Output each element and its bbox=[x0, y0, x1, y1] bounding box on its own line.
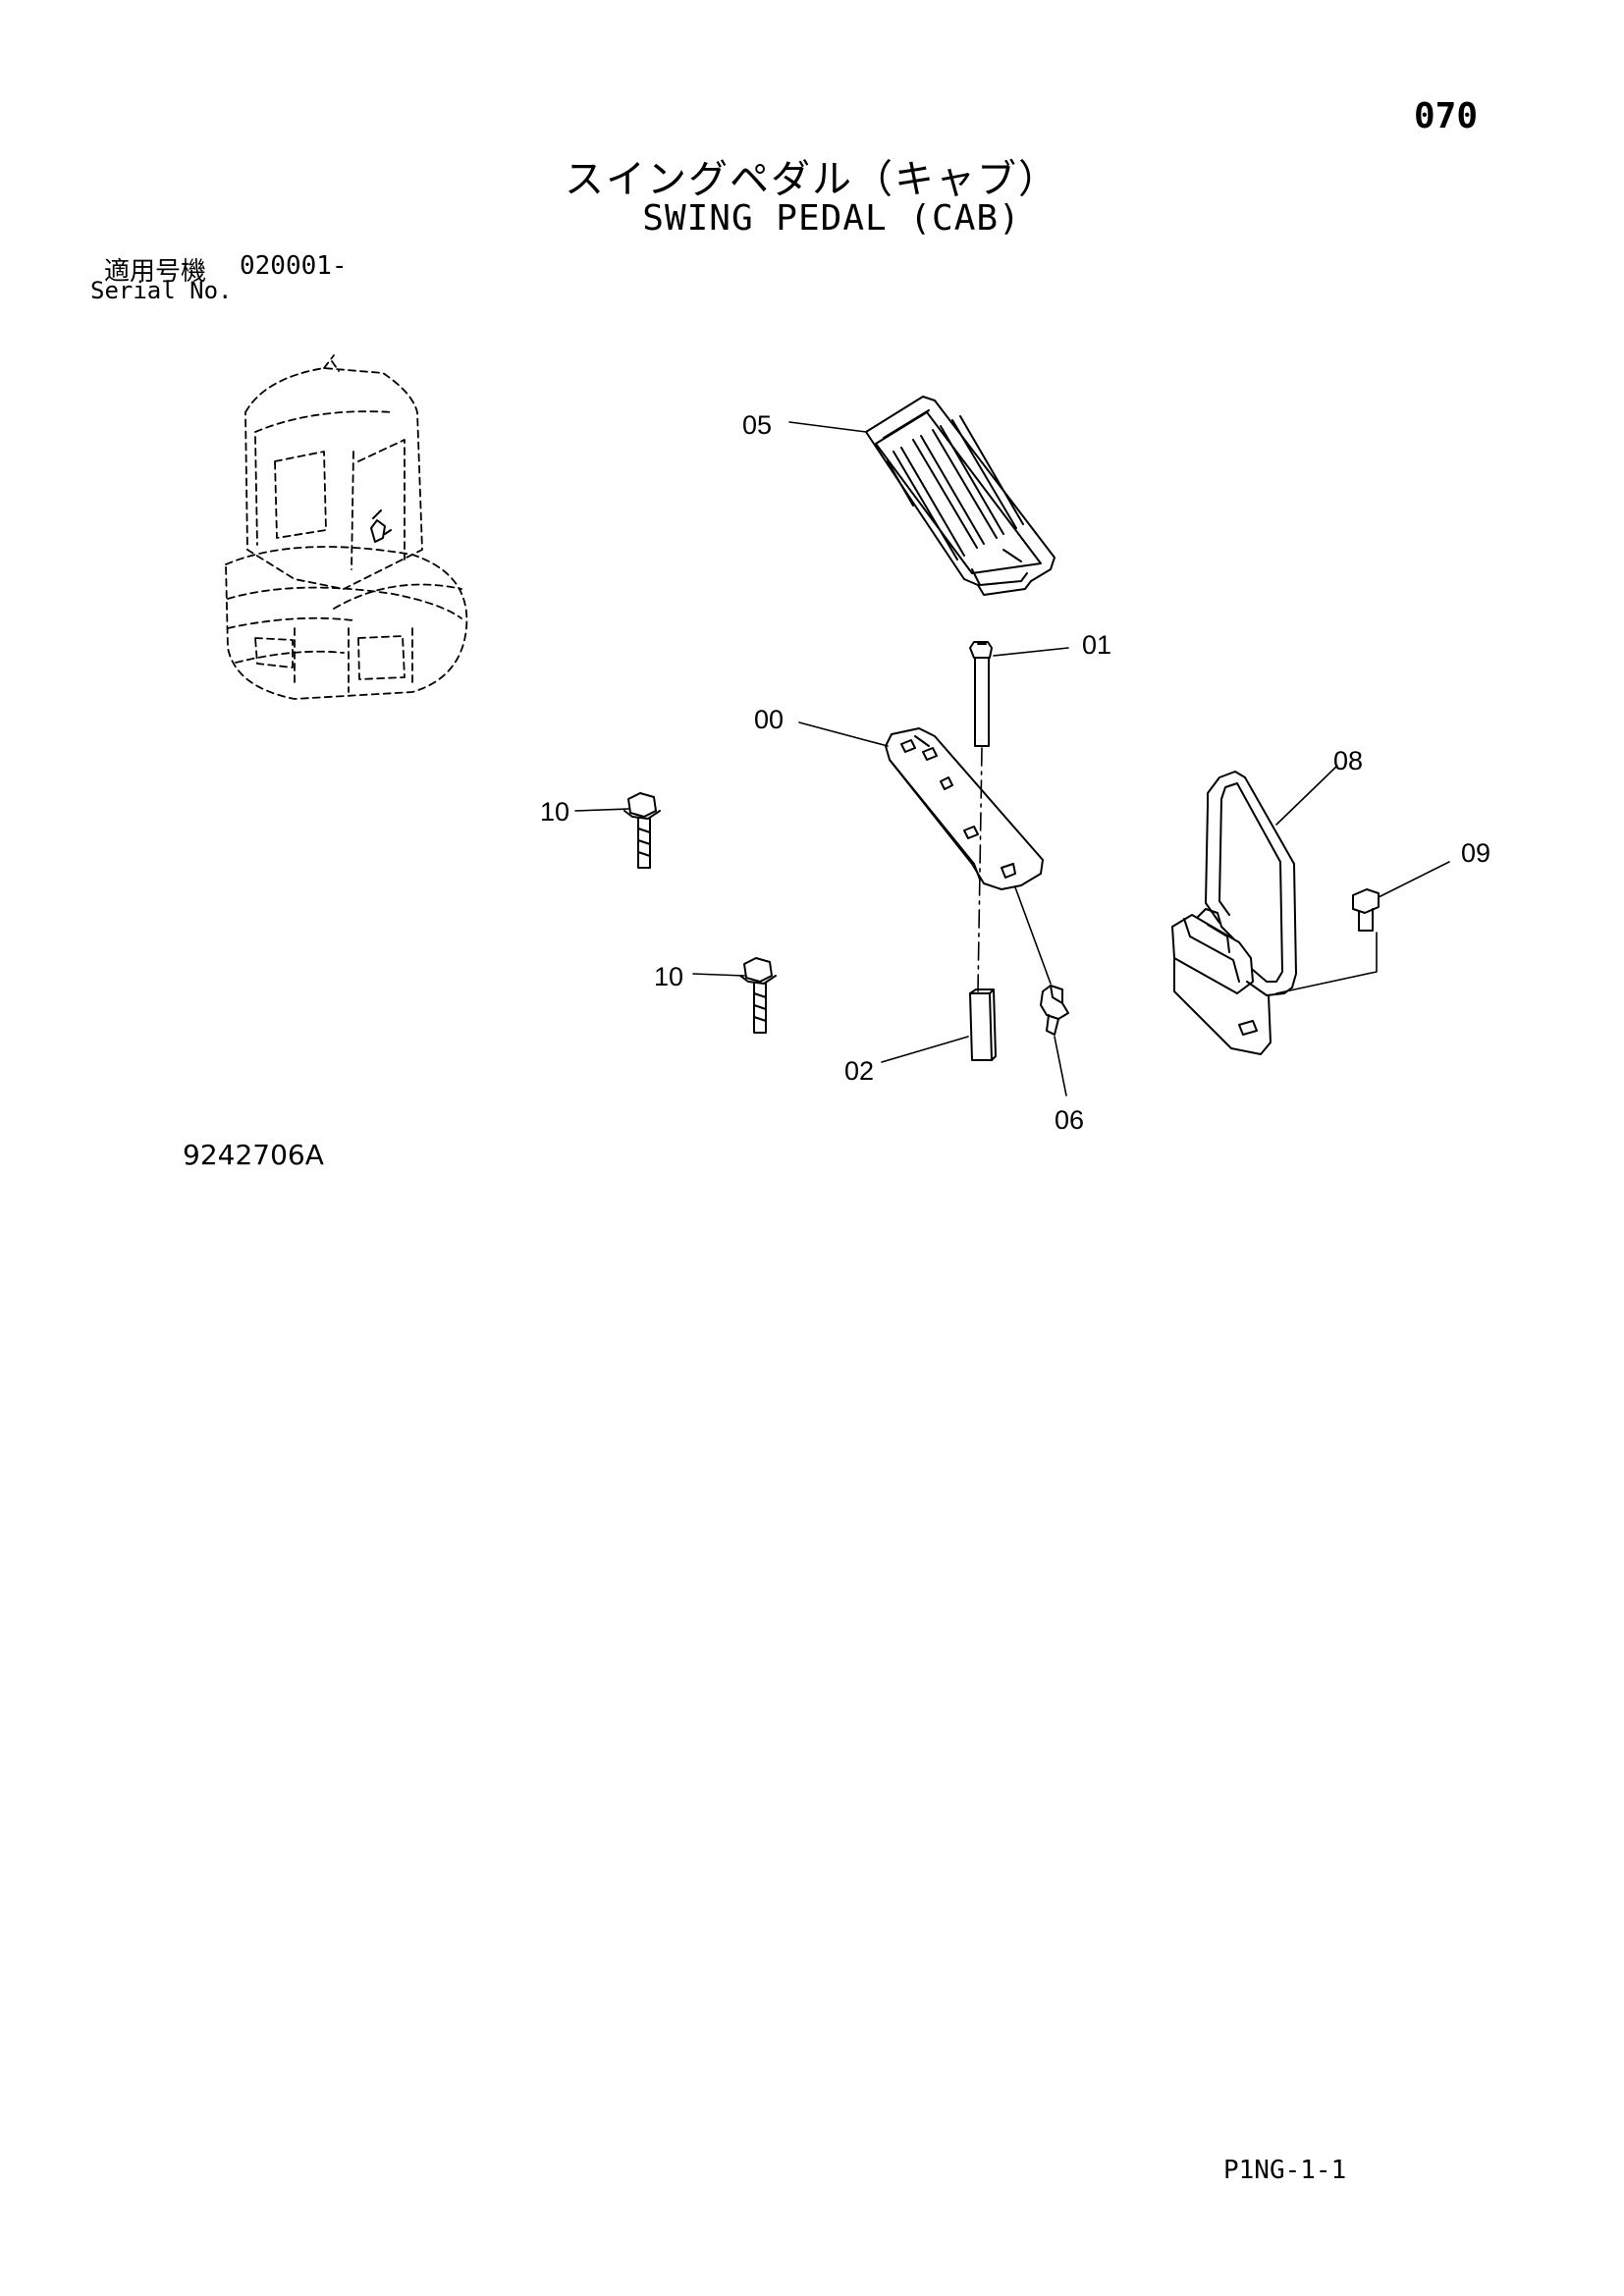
leader-10-upper bbox=[574, 808, 629, 812]
pin-part bbox=[969, 988, 997, 1061]
serial-label-japanese: 適用号機 bbox=[104, 257, 207, 287]
leader-08 bbox=[1275, 765, 1338, 826]
leader-02 bbox=[881, 1036, 969, 1063]
bolt-part bbox=[969, 641, 993, 747]
callout-00: 00 bbox=[754, 705, 784, 734]
foot-rest-part bbox=[1171, 771, 1297, 1055]
pedal-bracket-part bbox=[885, 727, 1044, 890]
title-english: SWING PEDAL (CAB) bbox=[642, 198, 1021, 239]
hex-bolt-upper-part bbox=[623, 792, 661, 869]
cab-location-sketch bbox=[225, 354, 468, 700]
hex-bolt-lower-part bbox=[739, 957, 777, 1034]
leader-01 bbox=[993, 647, 1069, 657]
callout-09: 09 bbox=[1461, 838, 1490, 868]
leader-00 bbox=[798, 721, 889, 747]
callout-02: 02 bbox=[844, 1056, 874, 1086]
drawing-number: 9242706A bbox=[183, 1139, 324, 1171]
bracket-clip-leader bbox=[1014, 886, 1052, 985]
title-japanese: スイングペダル（キャブ） bbox=[565, 157, 1059, 202]
callout-01: 01 bbox=[1082, 630, 1111, 660]
bolt-09-leader bbox=[1275, 932, 1378, 994]
leader-10-lower bbox=[692, 973, 745, 977]
callout-08: 08 bbox=[1333, 746, 1363, 775]
callout-10-lower: 10 bbox=[654, 962, 683, 991]
callout-10-upper: 10 bbox=[540, 797, 569, 827]
cab-pedal-marker bbox=[370, 509, 392, 543]
assembly-axis-line bbox=[977, 747, 983, 992]
callout-06: 06 bbox=[1055, 1105, 1084, 1135]
pedal-cover-part bbox=[865, 396, 1056, 596]
callout-05: 05 bbox=[742, 410, 772, 440]
clip-part bbox=[1040, 985, 1069, 1036]
footer-code: P1NG-1-1 bbox=[1223, 2156, 1347, 2185]
serial-range: 020001- bbox=[240, 251, 348, 281]
leader-09 bbox=[1378, 861, 1450, 898]
serial-label-english: Serial No. bbox=[90, 277, 233, 304]
bolt-09-part bbox=[1352, 888, 1380, 932]
leader-06 bbox=[1054, 1036, 1067, 1096]
page-number: 070 bbox=[1414, 96, 1479, 136]
leader-05 bbox=[788, 421, 867, 433]
